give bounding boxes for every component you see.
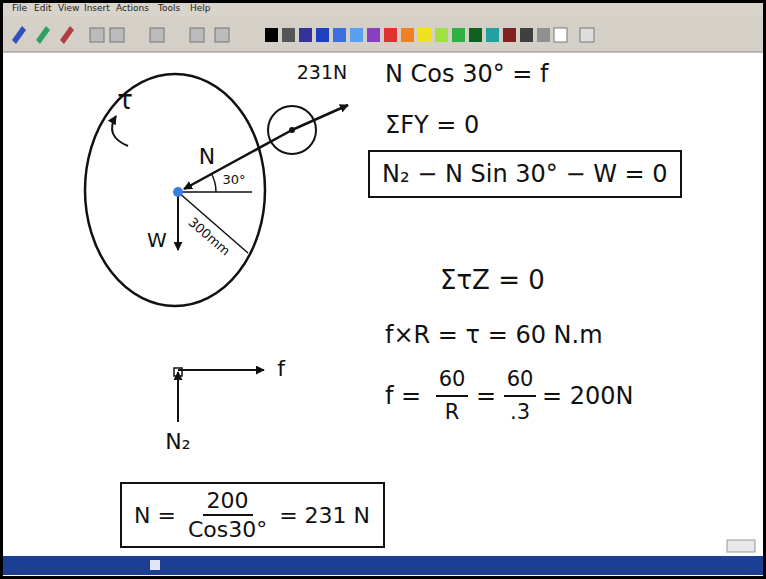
normal-force-arrow [184, 130, 292, 189]
torque-arrow [112, 116, 128, 146]
toolbar-edge [3, 52, 763, 53]
axle-dot [173, 187, 183, 197]
wheel-circle: τN 30° W 300mm [83, 72, 267, 308]
equation-text: N₂ − N Sin 30° − W = 0 [382, 160, 668, 188]
menu-item: Insert [84, 4, 110, 14]
menu-item: Tools [158, 4, 180, 14]
status-bar [3, 556, 763, 575]
equation-text: = 231 N [279, 503, 370, 528]
wheel-outline [83, 72, 267, 308]
friction-arrow [178, 369, 264, 371]
equation: ΣFY = 0 [385, 112, 479, 138]
force-arrow [292, 105, 348, 130]
weight-label: W [147, 229, 167, 251]
menu-item: Edit [34, 4, 51, 14]
angle-label: 30° [222, 173, 245, 187]
torque-symbol: τ [117, 86, 133, 115]
equation: = 200N [542, 383, 634, 409]
force-value: 231N [297, 62, 347, 83]
fraction-bar [436, 395, 468, 397]
menu-item: View [58, 4, 79, 14]
box-content: N₂ − N Sin 30° − W = 0 [382, 160, 668, 188]
equation: f×R = τ = 60 N.m [385, 322, 603, 348]
equation: = [476, 383, 496, 409]
fraction-denominator: R [445, 401, 460, 424]
equation: ΣτZ = 0 [440, 266, 545, 295]
force-label: N₂ [165, 430, 190, 454]
tool-bar [3, 16, 763, 52]
equation: f = [385, 383, 421, 409]
ground-reaction-arrow [177, 372, 179, 422]
fraction-bar [504, 395, 536, 397]
dimension-label: 300mm [185, 215, 232, 259]
menu-item: Actions [116, 4, 149, 14]
equation-text: 200 [203, 488, 253, 516]
equation-text: N = [134, 503, 176, 528]
force-label: N [199, 145, 215, 169]
status-icon [150, 560, 160, 570]
equation-box: N₂ − N Sin 30° − W = 0 [368, 150, 682, 198]
fraction-denominator: .3 [510, 401, 530, 424]
wheel-ellipse [85, 74, 265, 306]
reference-line [178, 191, 252, 193]
weight-arrow [177, 192, 179, 250]
fraction-numerator: 60 [439, 368, 466, 391]
menu-item: Help [190, 4, 211, 14]
box-content: N = 200Cos30° = 231 N [134, 488, 370, 542]
menu-item: File [12, 4, 27, 14]
menu-bar [3, 3, 763, 16]
color-palette [265, 28, 594, 42]
equation: N Cos 30° = f [385, 61, 549, 87]
pen-icons [12, 26, 229, 44]
result-box: N = 200Cos30° = 231 N [120, 482, 385, 548]
fraction: 200Cos30° [184, 488, 271, 542]
equation-text: Cos30° [184, 516, 271, 542]
fraction-numerator: 60 [507, 368, 534, 391]
page-counter [727, 540, 755, 552]
force-label: f [277, 357, 285, 381]
angle-arc [211, 173, 216, 192]
